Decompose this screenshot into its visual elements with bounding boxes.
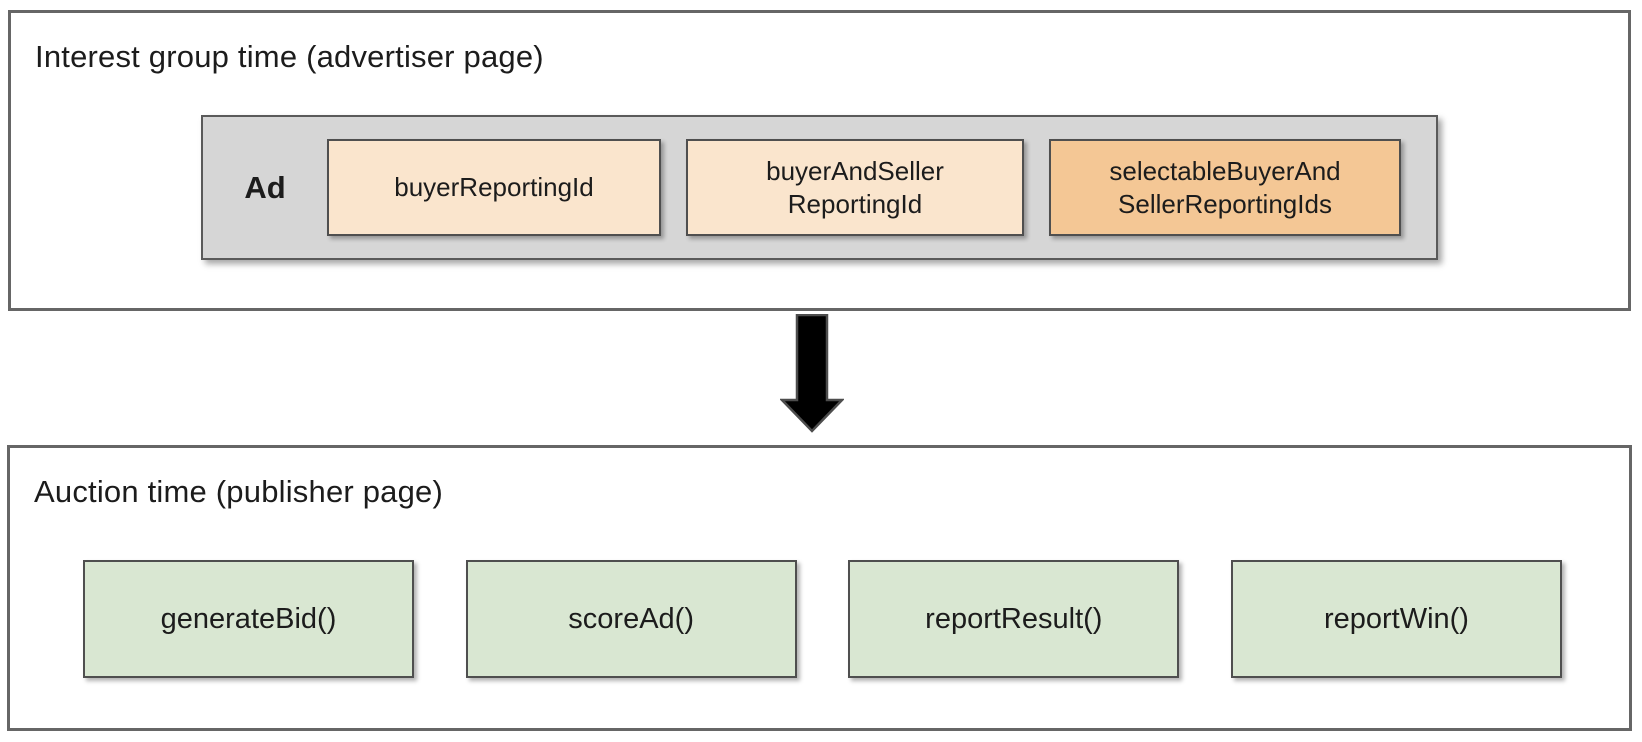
- ad-label: Ad: [244, 169, 286, 205]
- selectable-buyer-and-seller-reporting-ids-box: selectableBuyerAnd SellerReportingIds: [1049, 139, 1401, 236]
- buyer-reporting-id-label: buyerReportingId: [394, 172, 594, 203]
- buyer-and-seller-reporting-id-label: buyerAndSeller ReportingId: [766, 156, 944, 219]
- reporting-id-box-row: buyerReportingId buyerAndSeller Reportin…: [327, 139, 1401, 236]
- score-ad-label: scoreAd(): [568, 602, 694, 635]
- interest-group-panel: Interest group time (advertiser page) Ad…: [8, 10, 1631, 311]
- report-result-label: reportResult(): [925, 602, 1103, 635]
- ad-container: Ad buyerReportingId buyerAndSeller Repor…: [201, 115, 1438, 260]
- function-box-row: generateBid() scoreAd() reportResult() r…: [83, 560, 1562, 678]
- auction-panel-title: Auction time (publisher page): [34, 474, 444, 509]
- generate-bid-label: generateBid(): [160, 602, 337, 635]
- score-ad-box: scoreAd(): [465, 560, 797, 678]
- buyer-and-seller-reporting-id-box: buyerAndSeller ReportingId: [686, 139, 1024, 236]
- auction-panel: Auction time (publisher page) generateBi…: [7, 445, 1632, 731]
- interest-group-panel-title: Interest group time (advertiser page): [35, 39, 544, 74]
- buyer-reporting-id-box: buyerReportingId: [327, 139, 661, 236]
- down-arrow-icon: [780, 314, 844, 433]
- report-win-box: reportWin(): [1230, 560, 1562, 678]
- selectable-buyer-and-seller-reporting-ids-label: selectableBuyerAnd SellerReportingIds: [1109, 156, 1341, 219]
- report-win-label: reportWin(): [1323, 602, 1469, 635]
- generate-bid-box: generateBid(): [83, 560, 414, 678]
- report-result-box: reportResult(): [848, 560, 1180, 678]
